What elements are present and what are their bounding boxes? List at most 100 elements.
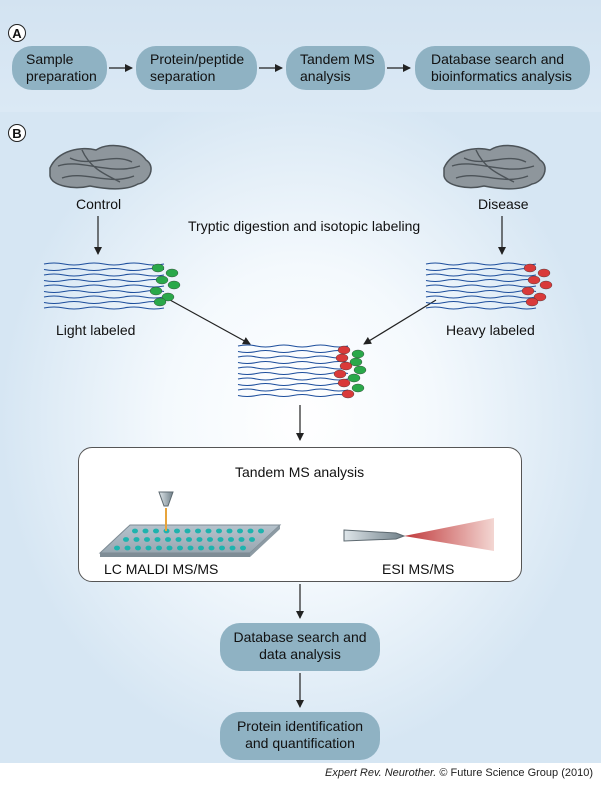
esi-spray-icon	[343, 518, 494, 551]
step-line: preparation	[26, 68, 97, 84]
maldi-spot	[135, 545, 141, 551]
step-line: Database search and	[233, 629, 367, 645]
isotope-tag	[341, 389, 355, 399]
arrow	[363, 299, 437, 345]
maldi-spot	[238, 537, 245, 542]
database-search-step: Database search and data analysis	[220, 623, 380, 671]
panel-a-marker: A	[8, 24, 26, 42]
isotope-tag	[161, 292, 175, 302]
peptide-strand	[237, 371, 349, 376]
maldi-spot	[196, 537, 203, 542]
isotope-tag	[335, 353, 349, 363]
isotope-tag	[155, 275, 169, 285]
maldi-spot	[249, 537, 255, 542]
peptide-strand	[237, 349, 349, 354]
digestion-label: Tryptic digestion and isotopic labeling	[188, 218, 421, 234]
maldi-spot	[198, 545, 204, 551]
peptide-strand	[43, 262, 165, 266]
maldi-spot	[226, 528, 233, 534]
flow-step-tandem-ms: Tandem MS analysis	[286, 46, 385, 90]
isotope-tag	[333, 369, 347, 379]
maldi-spot	[216, 528, 222, 534]
peptide-strand	[237, 344, 349, 348]
peptide-strand	[43, 267, 165, 272]
peptide-strand	[425, 306, 537, 310]
isotope-tag	[537, 268, 551, 278]
maldi-spot	[124, 545, 131, 551]
tandem-ms-box	[78, 447, 522, 582]
step-line: analysis	[300, 68, 351, 84]
maldi-spot	[142, 528, 149, 534]
heavy-labeled-peptides	[425, 262, 553, 310]
maldi-spot	[174, 528, 180, 534]
peptide-strand	[237, 388, 349, 392]
isotope-tag	[165, 268, 179, 278]
arrow	[169, 299, 251, 345]
step-line: separation	[150, 68, 216, 84]
maldi-spot	[166, 545, 173, 551]
maldi-spot	[145, 545, 152, 551]
isotope-tag	[347, 373, 361, 383]
peptide-strand	[43, 289, 165, 294]
peptide-strand	[237, 377, 349, 381]
heavy-labeled-label: Heavy labeled	[446, 322, 535, 338]
peptide-strand	[43, 300, 165, 305]
step-line: Database search and	[431, 51, 565, 67]
isotope-tag	[149, 286, 163, 296]
step-line: Protein/peptide	[150, 51, 245, 67]
flow-step-database-search: Database search and bioinformatics analy…	[415, 46, 590, 90]
maldi-label: LC MALDI MS/MS	[104, 561, 219, 577]
isotope-tag	[337, 345, 351, 355]
maldi-spot	[156, 545, 162, 551]
disease-label: Disease	[478, 196, 529, 212]
maldi-spots	[114, 528, 264, 551]
figure-caption: Expert Rev. Neurother. © Future Science …	[325, 767, 593, 779]
isotope-tag	[521, 286, 535, 296]
isotope-tag	[353, 365, 367, 375]
isotope-tag	[527, 275, 541, 285]
maldi-spot	[219, 545, 225, 551]
step-line: Protein identification	[236, 718, 364, 734]
step-line: Tandem MS	[300, 51, 375, 67]
maldi-spot	[228, 537, 234, 542]
peptide-strand	[43, 295, 165, 299]
panel-b-marker: B	[8, 124, 26, 142]
step-line: Sample	[26, 51, 74, 67]
peptide-strand	[237, 366, 349, 370]
maldi-spot	[247, 528, 254, 534]
maldi-spot	[165, 537, 171, 542]
isotope-tag	[151, 263, 165, 273]
isotope-tag	[523, 263, 537, 273]
isotope-tag	[339, 361, 353, 371]
maldi-spot	[133, 537, 140, 542]
peptide-strand	[43, 306, 165, 310]
maldi-spot	[207, 537, 213, 542]
isotope-tag	[533, 292, 547, 302]
peptide-strand	[425, 295, 537, 299]
maldi-spot	[208, 545, 215, 551]
isotope-tag	[539, 280, 553, 290]
peptide-strand	[43, 278, 165, 283]
esi-label: ESI MS/MS	[382, 561, 455, 577]
isotope-tag	[153, 297, 167, 307]
maldi-spot	[154, 537, 161, 542]
maldi-spot	[144, 537, 150, 542]
maldi-spot	[258, 528, 264, 534]
maldi-spot	[123, 537, 129, 542]
peptide-strand	[425, 300, 537, 305]
peptide-strand	[237, 393, 349, 398]
step-line: bioinformatics analysis	[431, 68, 572, 84]
maldi-spot	[205, 528, 212, 534]
maldi-spot	[229, 545, 236, 551]
light-labeled-peptides	[43, 262, 181, 310]
maldi-plate-icon	[98, 491, 282, 557]
maldi-spot	[237, 528, 243, 534]
maldi-spot	[195, 528, 201, 534]
protein-identification-step: Protein identification and quantificatio…	[220, 712, 380, 760]
isotope-tag	[337, 378, 351, 388]
step-line: data analysis	[259, 646, 341, 662]
disease-protein-icon	[443, 144, 546, 190]
maldi-spot	[240, 545, 246, 551]
step-line: and quantification	[245, 735, 355, 751]
